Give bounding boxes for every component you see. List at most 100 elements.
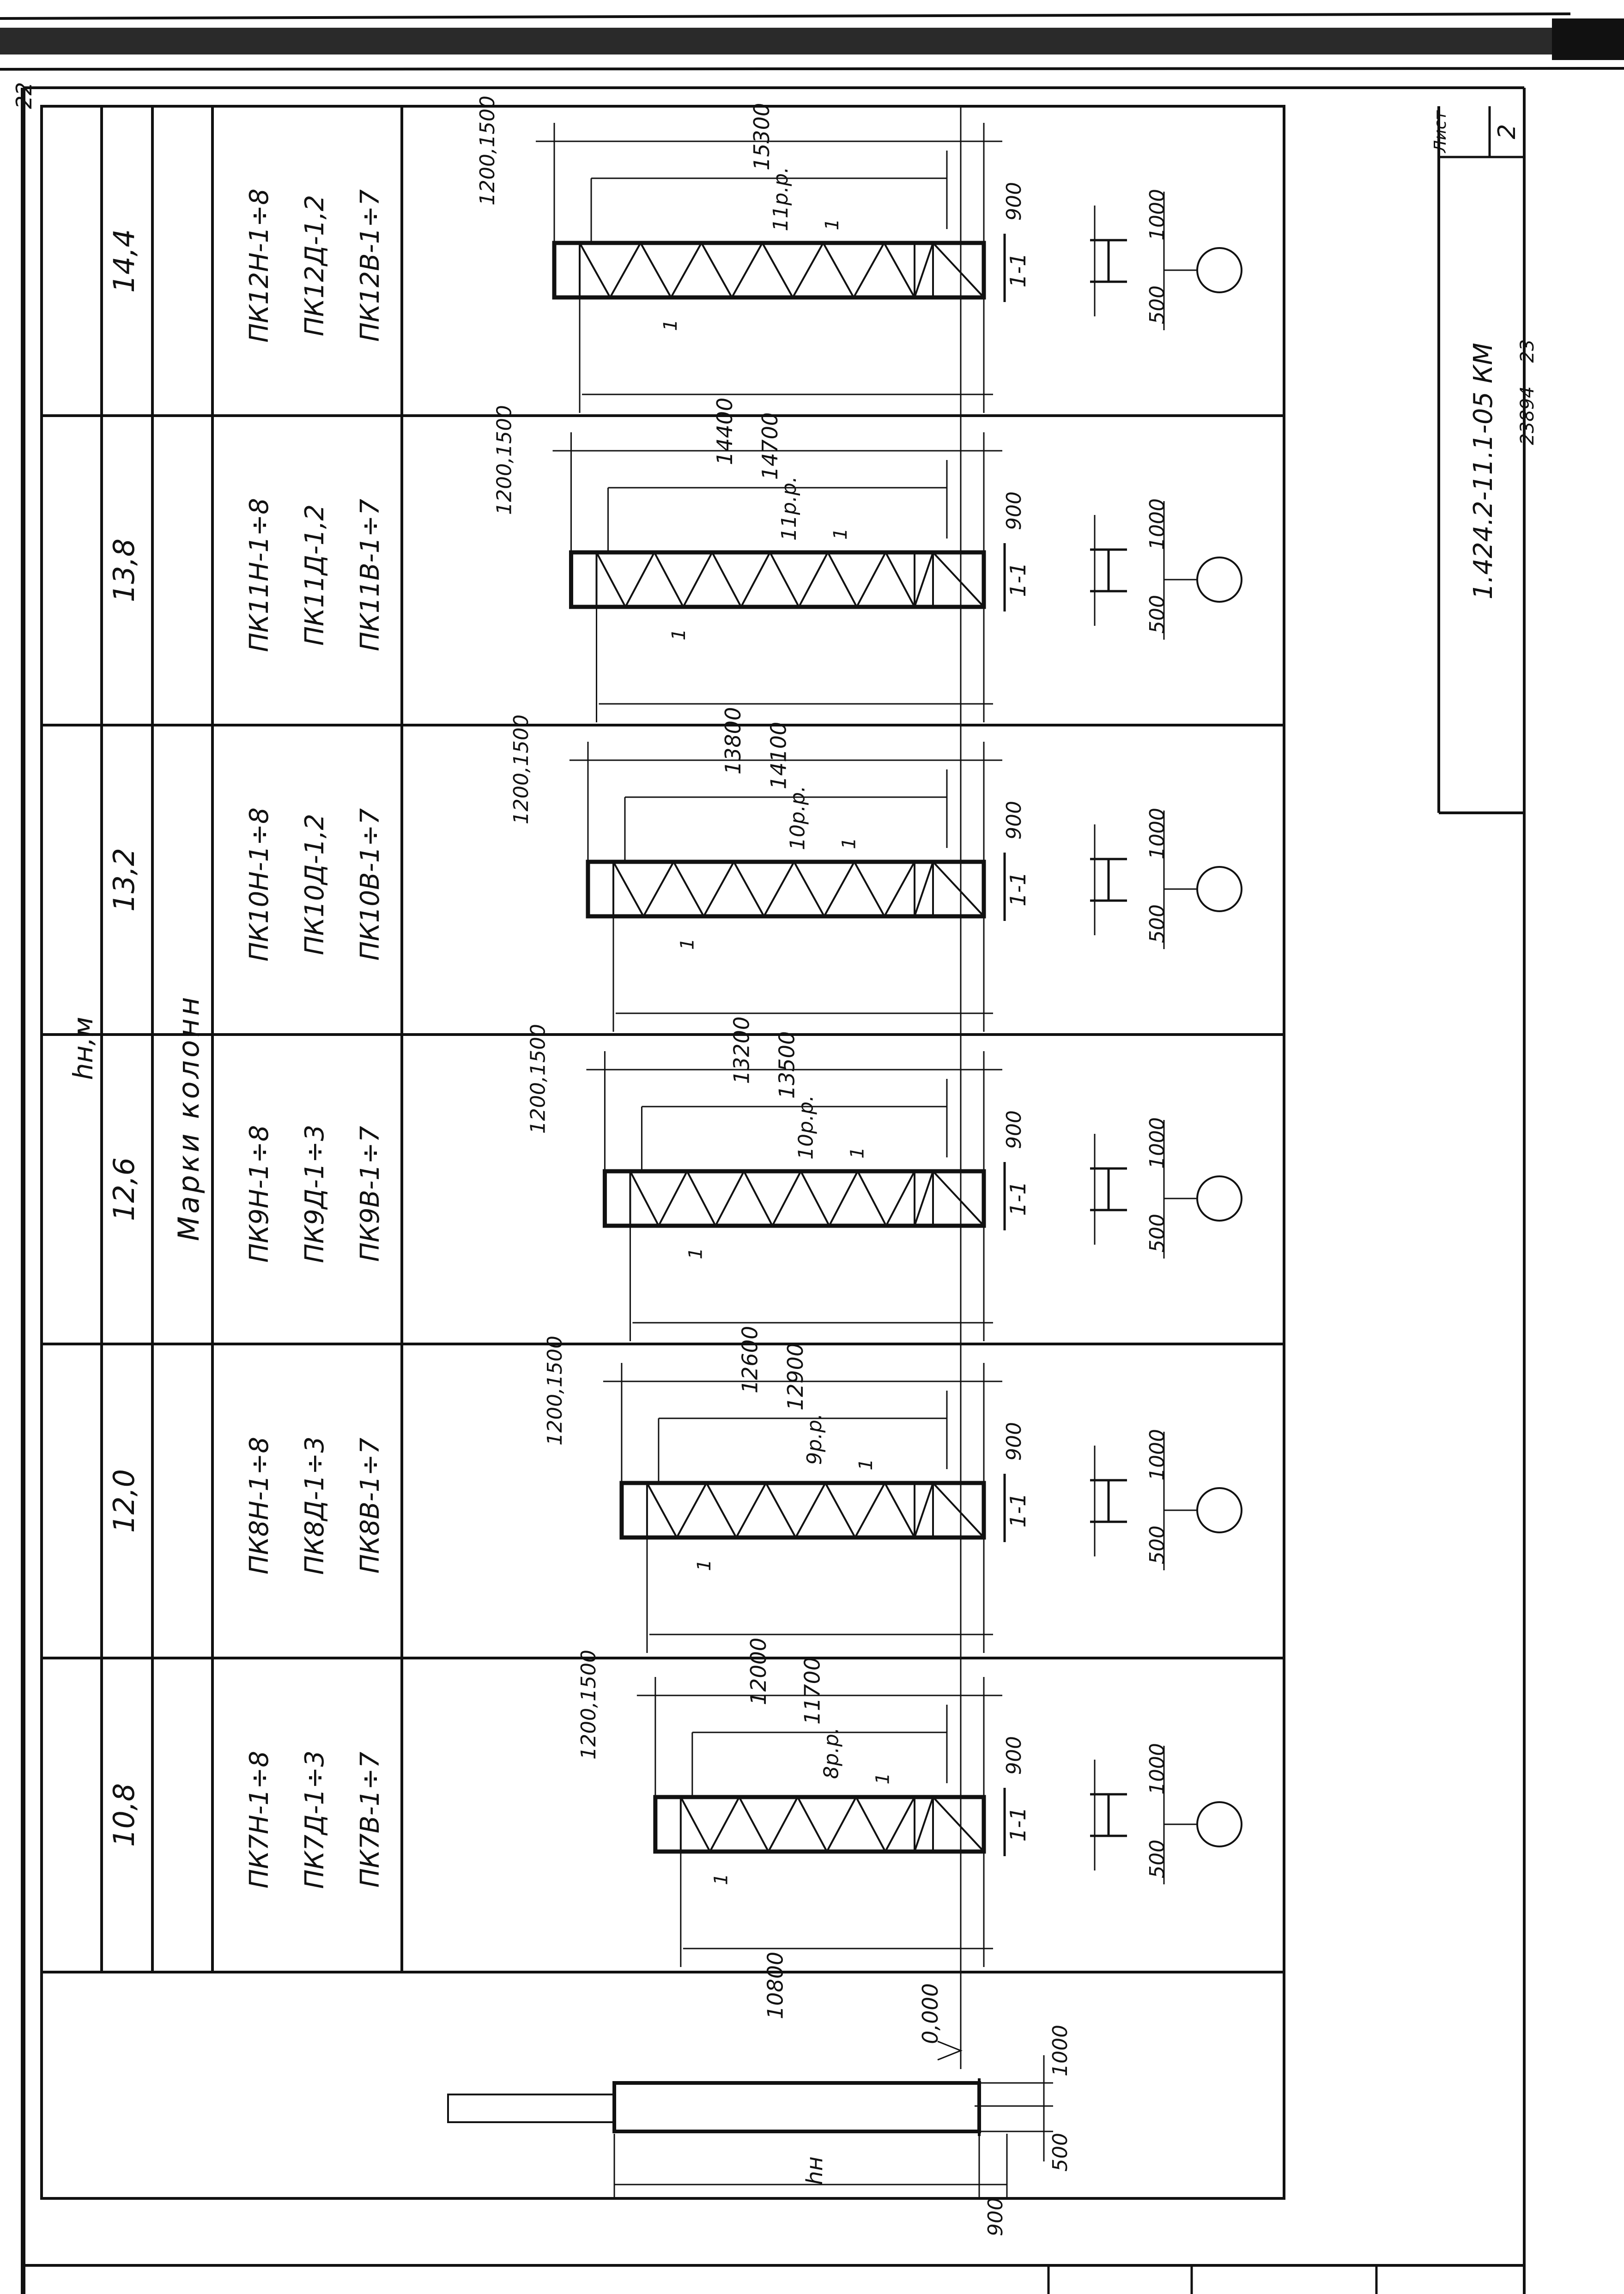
column-mark: ПК10Н-1÷8 [244,807,274,962]
section-mark: 1 [822,218,843,230]
column-mark: ПК9Н-1÷8 [244,1125,274,1263]
total-dim: 12900 [783,1343,808,1410]
column-lattice [595,551,985,608]
section-label: 1-1 [1006,1181,1030,1216]
base-dim: 900 [1002,1736,1026,1775]
legend-level: 0,000 [918,1983,943,2044]
total-dim: 14700 [757,412,782,480]
crane-dim: 1200,1500 [492,405,516,515]
panel-count: 11р.р. [769,167,793,231]
left-dim: 500 [1145,285,1169,324]
column-mark: ПК12Н-1÷8 [244,188,274,343]
hn-value: 13,2 [107,848,141,912]
section-mark: 1 [694,1559,715,1571]
column-mark: ПК9Д-1÷3 [300,1125,330,1263]
corner-mark: 22 [12,82,36,109]
right-dim: 1000 [1145,1743,1169,1795]
legend-right: 1000 [1048,2025,1072,2076]
crane-dim: 1200,1500 [476,96,499,206]
column-mark: ПК11В-1÷7 [355,499,385,651]
section-mark: 1 [855,1459,877,1470]
axis-circle [1196,1487,1242,1533]
column-lattice [579,241,985,298]
column-outline [602,1169,986,1228]
column-mark: ПК11Д-1,2 [300,504,330,646]
section-mark: 1 [710,1873,732,1885]
column-row: 10,8 ПК7Н-1÷8 ПК7Д-1÷3 ПК7В-1÷7 11700 10800 8р… [107,1650,1242,2019]
panel-count: 8р.р. [819,1727,843,1779]
section-label: 1-1 [1006,1493,1030,1527]
total-dim: 11700 [800,1657,824,1725]
left-dim: 500 [1145,904,1169,943]
column-row: 13,8 ПК11Н-1÷8 ПК11Д-1,2 ПК11В-1÷7 14700 1380… [107,405,1242,775]
scan-band-edge [1552,18,1624,60]
section-mark: 1 [660,319,681,331]
axis-circle [1196,557,1242,603]
table-frame [40,105,1285,2200]
panel-count: 9р.р. [803,1413,826,1465]
legend-left: 500 [1048,2133,1072,2172]
hn-value: 10,8 [107,1783,141,1847]
crane-dim: 1200,1500 [543,1336,567,1446]
page-number: 23 [1517,339,1538,363]
section-mark: 1 [685,1247,707,1259]
column-lattice [612,860,985,917]
level-arrow [937,2040,963,2061]
title-block: Лист 2 1.424.2-11.1-05 КМ 23894 23 [1431,106,1538,814]
panel-count: 11р.р. [777,476,801,541]
section-mark: 1 [677,938,698,950]
column-mark: ПК7В-1÷7 [355,1751,385,1888]
panel-count: 10р.р. [794,1095,818,1160]
left-dim: 500 [1145,1214,1169,1253]
axis-circle [1196,1175,1242,1222]
base-dim: 900 [1002,801,1026,840]
base-dim: 900 [1002,182,1026,221]
section-label: 1-1 [1006,562,1030,597]
height-dim: 14400 [712,398,737,465]
height-dim: 10800 [763,1952,788,2019]
sheet-label: Лист [1431,110,1450,153]
legend-column: 0,000 hн 900 500 1000 [447,1983,1072,2236]
left-dim: 500 [1145,1525,1169,1564]
column-mark: ПК7Д-1÷3 [300,1750,330,1889]
column-mark: ПК7Н-1÷8 [244,1751,274,1888]
right-dim: 1000 [1145,1117,1169,1169]
height-dim: 12600 [738,1326,763,1393]
height-dim: 13200 [729,1017,754,1084]
legend-stub [447,2094,615,2123]
column-mark: ПК12Д-1,2 [300,195,330,336]
section-label: 1-1 [1006,872,1030,906]
sheet-number: 2 [1493,124,1521,139]
column-lattice [680,1795,985,1852]
base-dim: 900 [1002,1110,1026,1149]
column-mark: ПК8Н-1÷8 [244,1437,274,1574]
right-dim: 1000 [1145,498,1169,550]
section-mark: 1 [872,1773,893,1784]
column-mark: ПК8Д-1÷3 [300,1436,330,1575]
axis-circle [1196,866,1242,912]
column-lattice [646,1481,985,1538]
marks-header: Марки колонн [172,994,206,1241]
section-mark: 1 [830,528,851,539]
axis-circle [1196,1801,1242,1847]
section-mark: 1 [668,629,690,640]
legend-hn: hн [802,2156,828,2185]
panel-count: 10р.р. [786,786,809,850]
total-dim: 13500 [775,1031,800,1099]
height-dim: 13800 [721,707,745,775]
right-dim: 1000 [1145,189,1169,241]
column-outline [569,550,986,609]
hn-header: hн,м [67,1017,99,1080]
right-dim: 1000 [1145,808,1169,859]
total-dim: 14100 [766,722,791,789]
height-dim: 12000 [746,1638,771,1705]
total-dim: 15300 [749,103,774,170]
crane-dim: 1200,1500 [509,714,533,824]
column-mark: ПК11Н-1÷8 [244,498,274,652]
hn-value: 13,8 [107,539,141,602]
section-label: 1-1 [1006,1807,1030,1841]
column-mark: ПК12В-1÷7 [355,189,385,342]
